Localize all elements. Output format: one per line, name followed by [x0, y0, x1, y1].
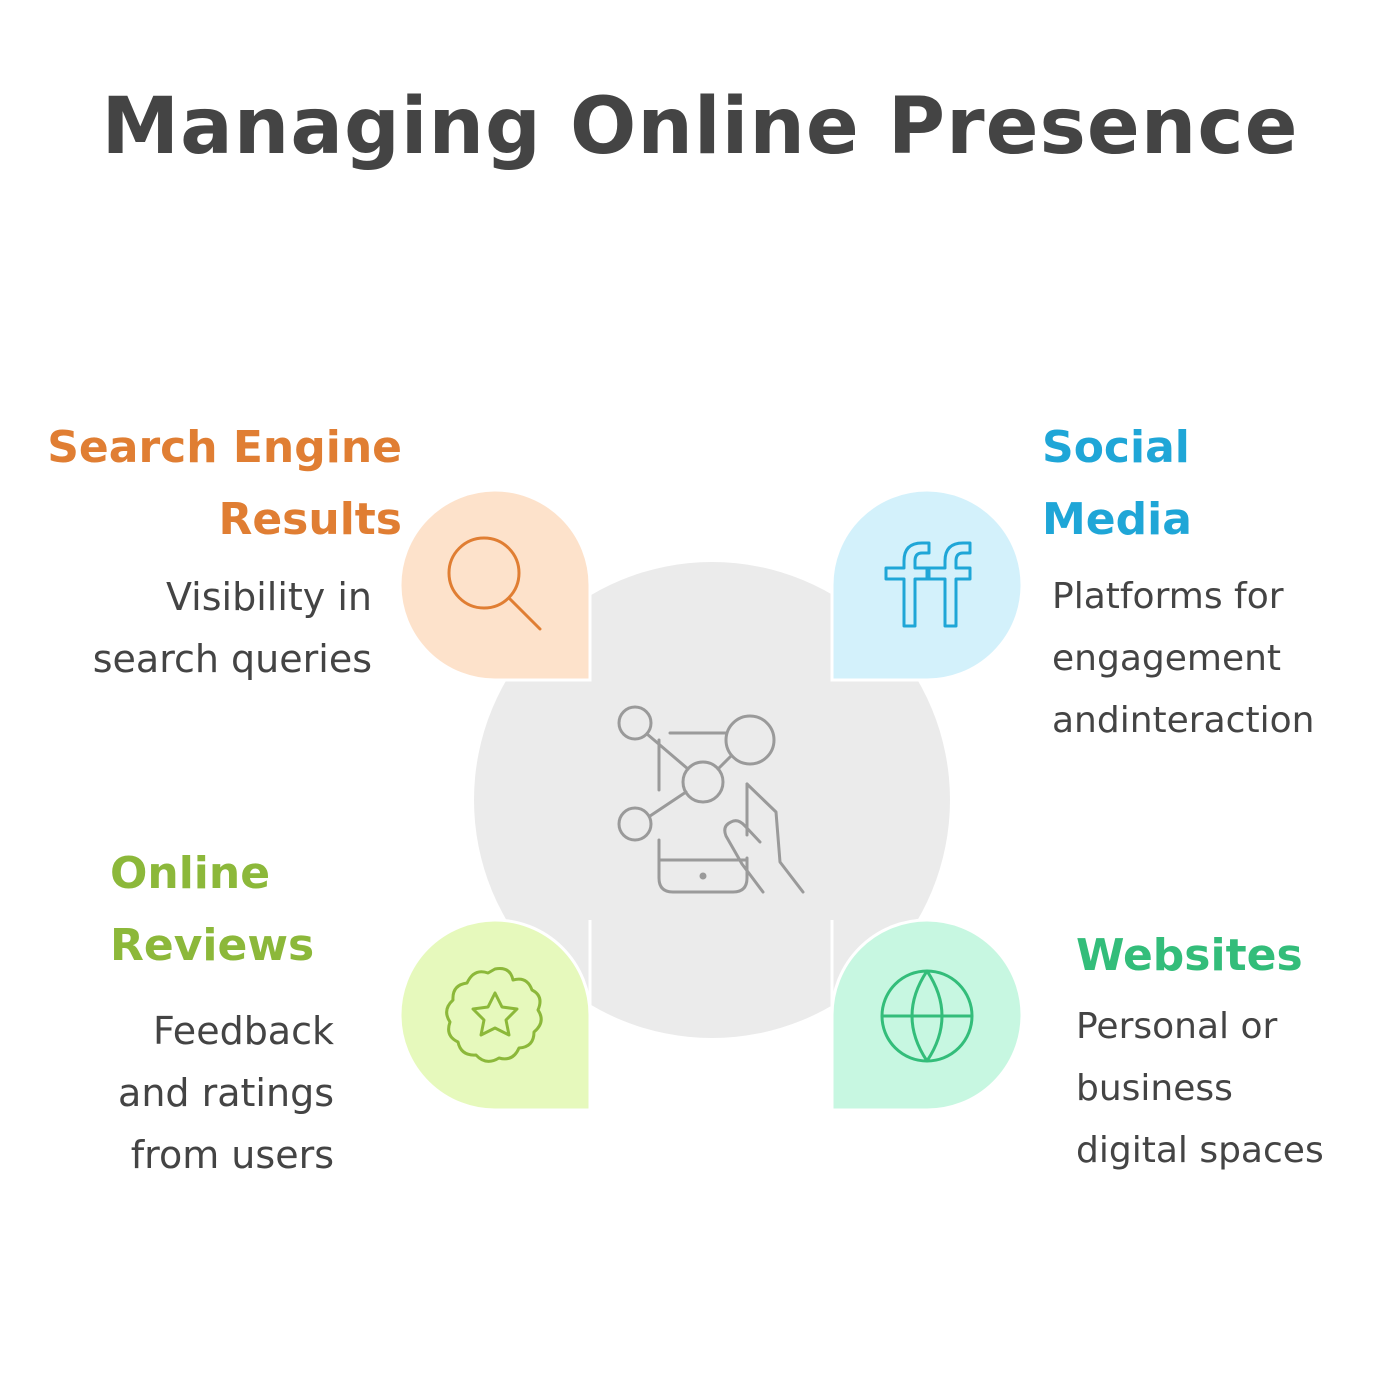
social-media-description-line: andinteraction — [1052, 700, 1315, 741]
search-engine-description-line: search queries — [92, 637, 372, 681]
search-engine-heading-line: Search Engine — [47, 422, 402, 473]
websites-description: Personal or business digital spaces — [1076, 996, 1324, 1182]
social-media-petal — [830, 488, 1024, 682]
social-media-heading-line: Social — [1042, 422, 1190, 473]
globe-icon — [880, 969, 974, 1063]
friendfeed-ff-icon — [884, 541, 972, 628]
online-reviews-petal — [398, 918, 592, 1112]
magnifying-glass-icon — [447, 536, 542, 631]
mobile-network-hand-icon — [617, 705, 805, 894]
social-media-description-line: engagement — [1052, 638, 1282, 679]
search-engine-heading: Search Engine Results — [47, 412, 402, 556]
social-media-description: Platforms for engagement andinteraction — [1052, 566, 1314, 752]
online-reviews-description: Feedback and ratings from users — [118, 1000, 334, 1186]
websites-description-line: Personal or — [1076, 1006, 1278, 1047]
online-reviews-description-line: and ratings — [118, 1071, 334, 1115]
search-engine-description-line: Visibility in — [166, 575, 372, 619]
search-engine-description: Visibility in search queries — [93, 566, 372, 690]
search-engine-heading-line: Results — [218, 494, 402, 545]
online-reviews-heading-line: Reviews — [110, 920, 315, 971]
online-reviews-description-line: from users — [130, 1133, 334, 1177]
online-reviews-heading: Online Reviews — [110, 838, 314, 982]
websites-heading: Websites — [1076, 920, 1303, 992]
social-media-heading-line: Media — [1042, 494, 1192, 545]
star-badge-icon — [445, 967, 543, 1063]
social-media-description-line: Platforms for — [1052, 576, 1284, 617]
online-reviews-heading-line: Online — [110, 848, 271, 899]
search-engine-petal — [398, 488, 592, 682]
websites-heading-line: Websites — [1076, 930, 1303, 981]
websites-description-line: business — [1076, 1068, 1233, 1109]
online-reviews-description-line: Feedback — [153, 1009, 334, 1053]
social-media-heading: Social Media — [1042, 412, 1192, 556]
page-title: Managing Online Presence — [101, 82, 1299, 172]
websites-description-line: digital spaces — [1076, 1130, 1324, 1171]
